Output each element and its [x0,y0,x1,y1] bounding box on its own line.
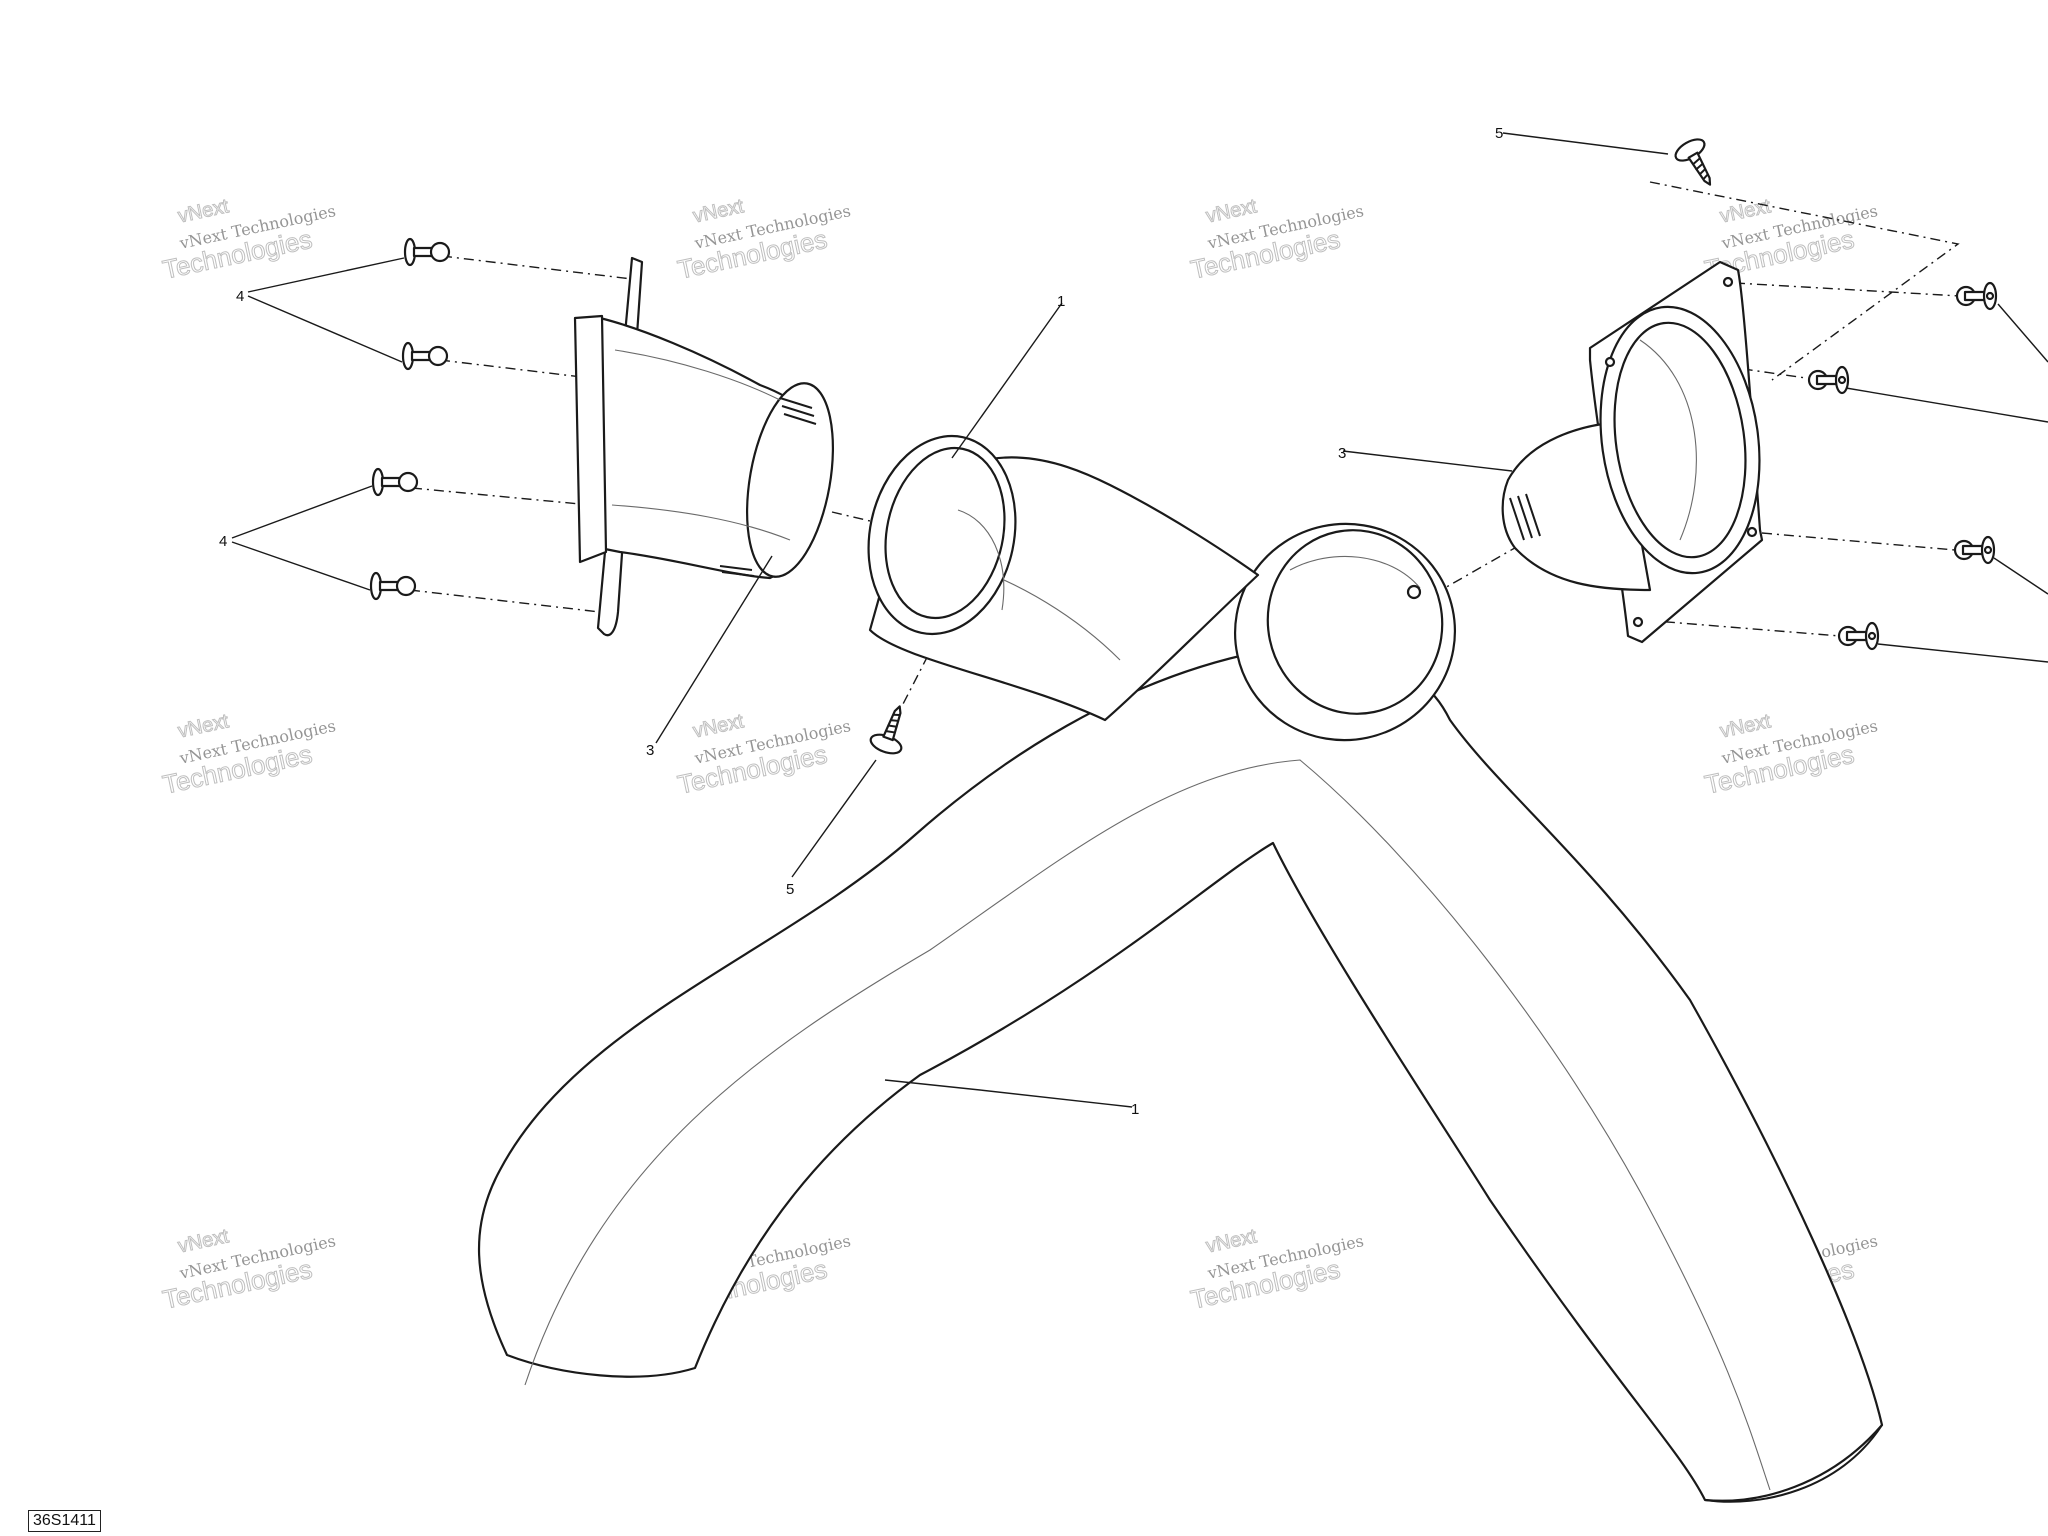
leader-line [1845,387,2048,423]
callout-duct-upper: 1 [1057,293,1065,310]
right-adapter-bore-shade [1639,339,1697,541]
leader-line [231,541,371,591]
left-adapter [573,256,835,637]
right-adapter-bore-inner [1613,321,1747,559]
leader-line [1993,557,2048,595]
leader-line [1877,643,2048,663]
rivet [1837,621,1880,651]
leader-line [884,1079,1133,1108]
watermark: vNext vNext Technologies Technologies [674,195,852,285]
lower-duct [477,522,1884,1503]
watermark: vNext vNext Technologies Technologies [159,195,337,285]
assembly-line [1611,349,1807,379]
left-adapter-contour [614,349,781,401]
right-adapter-hole [1722,276,1734,288]
callout-adapter-left: 3 [646,742,654,759]
watermark-text-top: vNext [1204,1225,1259,1257]
left-adapter-clip [719,565,755,577]
right-adapter-clip [1509,493,1541,541]
watermark-text-top: vNext [176,1225,231,1257]
rivet [1807,365,1850,395]
assembly-line [441,255,641,281]
rivets-left [369,237,451,601]
right-adapter-hole [1604,356,1616,368]
assembly-line [1649,181,1960,381]
right-adapter-hole [1632,616,1644,628]
leader-lines [231,132,2048,1108]
assembly-line [411,487,581,505]
assembly-line [1761,532,1956,551]
watermark-text-top: vNext [1718,195,1773,227]
lower-duct-end-opening [1704,1424,1883,1503]
watermark-text-top: vNext [176,195,231,227]
screw-lower [869,705,903,755]
diagram-reference-label: 36S1411 [28,1510,101,1532]
watermark: vNext vNext Technologies Technologies [159,1225,337,1315]
callout-duct-lower: 1 [1131,1101,1139,1118]
watermark-text-top: vNext [691,710,746,742]
rivets-right [1807,281,1998,651]
callout-adapter-right: 3 [1338,445,1346,462]
rivet [369,571,417,601]
lower-duct-mouth-inner [1266,529,1444,715]
left-adapter-outlet [745,382,835,578]
watermark: vNext vNext Technologies Technologies [1187,195,1365,285]
upper-duct [867,434,1260,722]
leader-line [655,555,773,744]
callout-rivets-upper-left: 4 [236,288,244,305]
leader-line [247,257,405,293]
right-adapter-hole [1746,526,1758,538]
rivet [1953,535,1996,565]
lower-duct-screw-hole [1406,584,1422,600]
assembly-line [1642,619,1841,637]
left-adapter-rim [573,314,608,564]
rivet [401,341,449,371]
watermark-text-top: vNext [1204,195,1259,227]
watermark: vNext vNext Technologies Technologies [159,710,337,800]
rivet [371,467,419,497]
screw-top [1674,138,1712,186]
leader-line [1997,303,2048,363]
watermark-text-top: vNext [691,195,746,227]
watermark: vNext vNext Technologies Technologies [1701,710,1879,800]
callout-rivets-lower-left: 4 [219,533,227,550]
callout-screw-lower: 5 [786,881,794,898]
assembly-line [409,589,601,613]
assembly-line [1414,544,1521,606]
upper-duct-mouth-shade [957,509,1005,611]
watermark: vNext vNext Technologies Technologies [1187,1225,1365,1315]
leader-line [1502,132,1669,155]
upper-duct-mouth-inner [884,446,1006,620]
left-adapter-clip [779,397,817,425]
leader-line [791,759,877,878]
left-adapter-contour [611,504,791,541]
watermark-text-top: vNext [1718,710,1773,742]
watermark: vNext vNext Technologies Technologies [674,710,852,800]
leader-line [247,295,403,363]
rivet [1955,281,1998,311]
lower-duct-seam [524,759,1771,1491]
right-adapter [1501,260,1764,644]
assembly-line [1734,282,1961,297]
lower-duct-body [477,650,1884,1502]
callouts: 5 1 1 3 3 5 4 4 [219,125,1503,1118]
leader-line [1342,450,1513,472]
watermark-text-top: vNext [176,710,231,742]
leader-line [231,485,373,539]
assembly-lines [409,181,1961,707]
rivet [403,237,451,267]
lower-duct-mouth-shade [1289,555,1421,589]
callout-screw-top: 5 [1495,125,1503,142]
leader-line [951,302,1063,459]
